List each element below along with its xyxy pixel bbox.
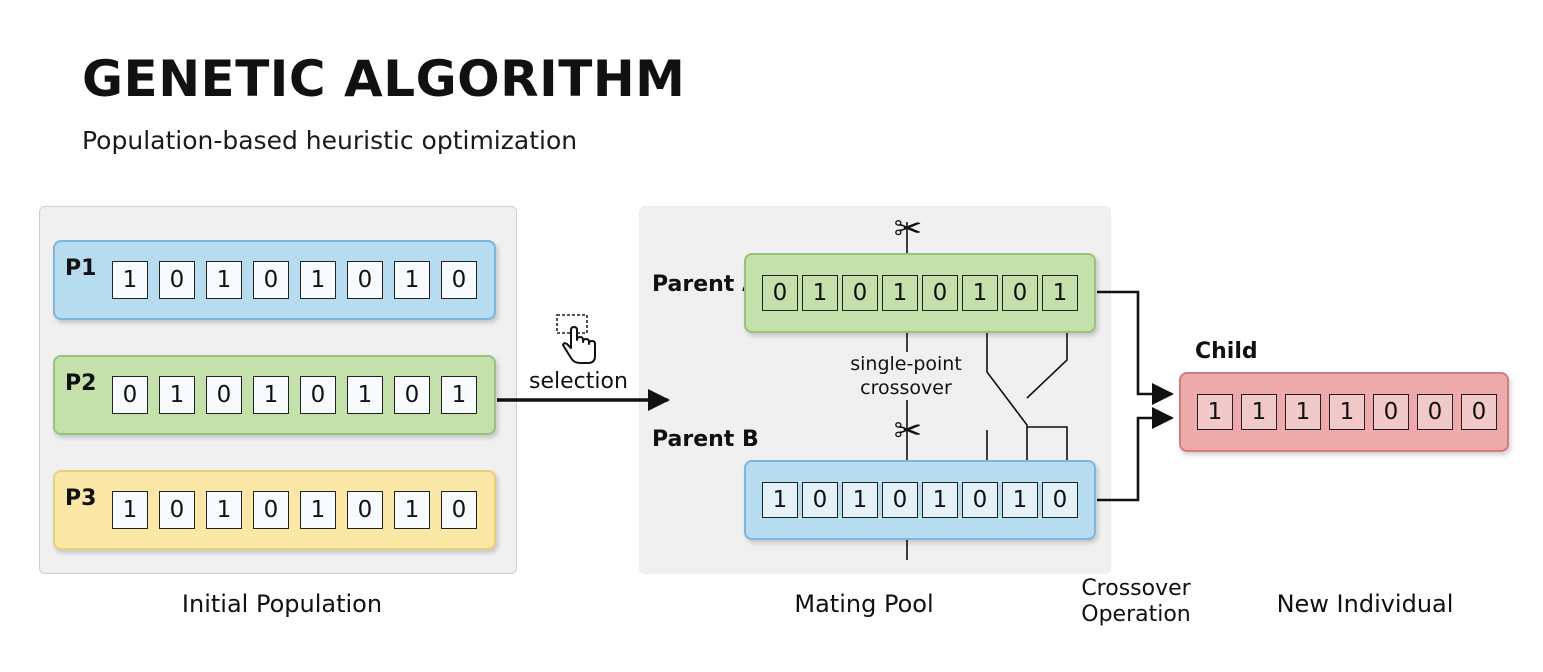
gene-cell: 0: [1042, 482, 1078, 518]
parent-b-label: Parent B: [652, 427, 759, 452]
page-title: GENETIC ALGORITHM: [82, 50, 686, 108]
parent-b-to-child-arrow: [1097, 407, 1174, 502]
gene-path-join: [1027, 426, 1072, 474]
gene-cell: 1: [882, 275, 918, 311]
gene-cell: 0: [159, 261, 195, 299]
chromosome-label: P3: [65, 486, 97, 511]
single-point-crossover-label: single-point crossover: [826, 352, 986, 400]
mating-pool-caption: Mating Pool: [794, 590, 934, 618]
gene-cell: 0: [441, 491, 477, 529]
caption-line: Crossover: [1081, 576, 1191, 601]
gene-cell: 1: [1042, 275, 1078, 311]
pointer-click-icon: [555, 312, 603, 370]
gene-cell: 0: [882, 482, 918, 518]
gene-list: 1 0 1 0 1 0 1 0: [762, 482, 1082, 518]
gene-cell: 1: [1285, 394, 1321, 430]
gene-cell: 0: [441, 261, 477, 299]
gene-cell: 1: [112, 491, 148, 529]
initial-population-caption: Initial Population: [181, 590, 383, 618]
gene-cell: 0: [394, 376, 430, 414]
page-subtitle: Population-based heuristic optimization: [82, 126, 578, 155]
gene-cell: 1: [922, 482, 958, 518]
gene-cell: 1: [347, 376, 383, 414]
gene-cell: 0: [347, 261, 383, 299]
gene-list: 1 0 1 0 1 0 1 0: [112, 261, 488, 299]
child-label: Child: [1195, 339, 1258, 364]
gene-cell: 0: [922, 275, 958, 311]
gene-cell: 0: [253, 491, 289, 529]
gene-cell: 0: [1373, 394, 1409, 430]
parent-a-chromosome: 0 1 0 1 0 1 0 1: [744, 253, 1096, 333]
chromosome-p1: P1 1 0 1 0 1 0 1 0: [53, 240, 496, 320]
gene-cell: 0: [1417, 394, 1453, 430]
gene-cell: 1: [441, 376, 477, 414]
gene-cell: 1: [300, 261, 336, 299]
gene-cell: 1: [300, 491, 336, 529]
scissors-icon: ✂: [893, 209, 923, 249]
gene-cell: 0: [1002, 275, 1038, 311]
gene-cell: 0: [159, 491, 195, 529]
chromosome-p3: P3 1 0 1 0 1 0 1 0: [53, 470, 496, 550]
chromosome-label: P1: [65, 256, 97, 281]
gene-cell: 1: [394, 261, 430, 299]
crossover-operation-caption: Crossover Operation: [1056, 576, 1216, 628]
gene-cell: 0: [1461, 394, 1497, 430]
gene-cell: 1: [762, 482, 798, 518]
child-chromosome: 1 1 1 1 0 0 0: [1179, 372, 1509, 452]
gene-cell: 1: [842, 482, 878, 518]
chromosome-p2: P2 0 1 0 1 0 1 0 1: [53, 355, 496, 435]
gene-cell: 0: [842, 275, 878, 311]
gene-cell: 0: [300, 376, 336, 414]
gene-list: 0 1 0 1 0 1 0 1: [762, 275, 1082, 311]
gene-cell: 1: [206, 261, 242, 299]
gene-cell: 1: [962, 275, 998, 311]
parent-a-to-child-arrow: [1097, 290, 1174, 405]
scissors-icon: ✂: [893, 411, 923, 451]
gene-cell: 1: [253, 376, 289, 414]
parent-b-chromosome: 1 0 1 0 1 0 1 0: [744, 460, 1096, 540]
gene-path-a6: [986, 308, 1032, 474]
gene-cell: 0: [347, 491, 383, 529]
new-individual-caption: New Individual: [1276, 590, 1454, 618]
chromosome-label: P2: [65, 371, 97, 396]
parent-a-label: Parent A: [652, 272, 760, 297]
gene-list: 1 0 1 0 1 0 1 0: [112, 491, 488, 529]
gene-list: 0 1 0 1 0 1 0 1: [112, 376, 488, 414]
gene-cell: 0: [962, 482, 998, 518]
gene-cell: 1: [112, 261, 148, 299]
gene-cell: 0: [206, 376, 242, 414]
gene-cell: 1: [1197, 394, 1233, 430]
gene-cell: 1: [1329, 394, 1365, 430]
gene-list: 1 1 1 1 0 0 0: [1197, 394, 1505, 430]
gene-cell: 1: [1002, 482, 1038, 518]
selection-label: selection: [529, 369, 628, 394]
gene-cell: 1: [394, 491, 430, 529]
caption-line: Operation: [1081, 602, 1191, 627]
crossover-label-line: single-point: [850, 353, 962, 375]
gene-cell: 0: [112, 376, 148, 414]
gene-cell: 1: [1241, 394, 1277, 430]
crossover-label-line: crossover: [860, 377, 952, 399]
gene-cell: 1: [206, 491, 242, 529]
gene-cell: 0: [802, 482, 838, 518]
gene-cell: 0: [762, 275, 798, 311]
gene-cell: 0: [253, 261, 289, 299]
gene-cell: 1: [159, 376, 195, 414]
gene-cell: 1: [802, 275, 838, 311]
